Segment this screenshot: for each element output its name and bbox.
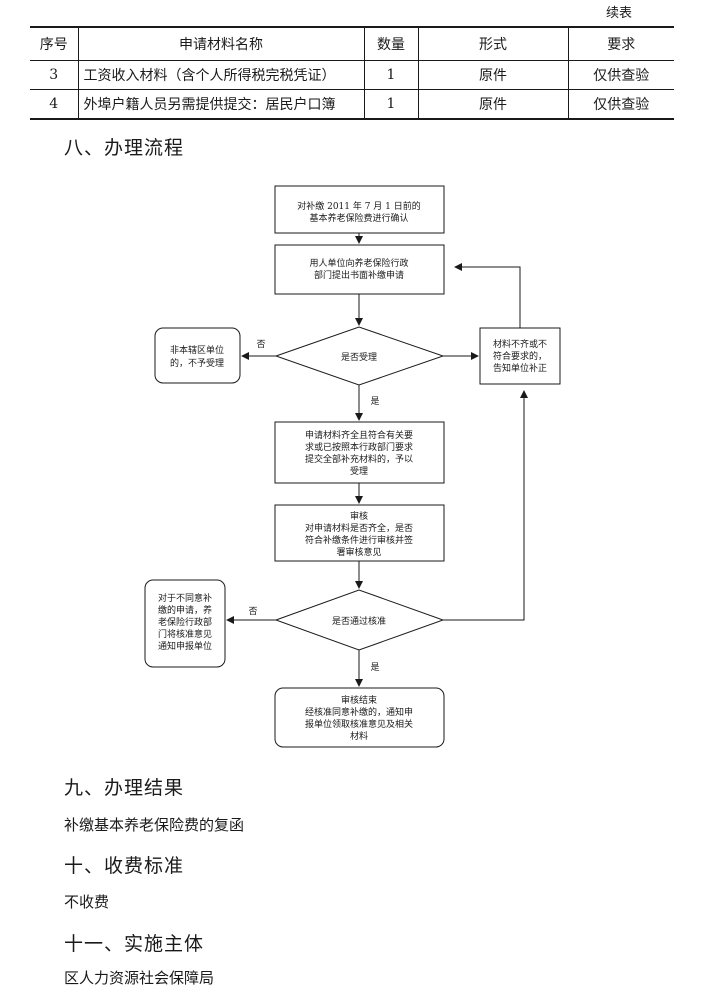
cell-form: 原件 [417,60,569,90]
cell-form: 原件 [417,89,569,120]
reject-disagree-line: 门将核准意见 [158,628,212,640]
materials-table: 序号 申请材料名称 数量 形式 要求 3 工资收入材料（含个人所得税完税凭证） … [30,26,674,120]
cell-name: 工资收入材料（含个人所得税完税凭证） [77,60,365,90]
header-qty: 数量 [363,26,419,61]
section-10-text: 不收费 [64,893,110,911]
header-req: 要求 [567,26,674,61]
cell-qty: 1 [363,89,419,120]
reject-disagree-line: 老保险行政部 [158,616,212,628]
process-flowchart: 对补缴 2011 年 7 月 1 日前的 基本养老保险费进行确认 用人单位向养老… [144,185,561,748]
cell-req: 仅供查验 [567,89,674,120]
supplement-line: 告知单位补正 [493,362,547,374]
table-header-row: 序号 申请材料名称 数量 形式 要求 [30,26,674,61]
section-9-text: 补缴基本养老保险费的复函 [64,816,245,834]
supplement-line: 材料不齐或不 [493,338,547,350]
section-8-title: 八、办理流程 [64,137,185,159]
cell-qty: 1 [363,60,419,90]
header-form: 形式 [417,26,569,61]
end-line: 经核准同意补缴的，通知申 [305,706,413,718]
accept-line: 申请材料齐全且符合有关要 [305,429,413,441]
review-line: 对申请材料是否齐全，是否 [305,522,413,534]
step-confirm-line: 基本养老保险费进行确认 [309,212,408,224]
yes-label: 是 [370,396,379,407]
reject-outside-line: 非本辖区单位 [170,344,224,356]
cell-no: 4 [30,89,79,120]
decision-accept-label: 是否受理 [341,351,377,363]
end-line: 材料 [350,730,368,742]
section-10-title: 十、收费标准 [64,855,185,877]
table-row: 4 外埠户籍人员另需提供提交：居民户口簿 1 原件 仅供查验 [30,89,674,120]
supplement-line: 符合要求的， [493,350,547,362]
header-no: 序号 [30,26,79,61]
no-label: 否 [256,339,265,350]
section-9-title: 九、办理结果 [64,777,185,799]
review-line: 审核 [350,510,368,522]
step-apply-box [274,244,445,295]
review-line: 署审核意见 [336,546,381,558]
accept-line: 提交全部补充材料的，予以 [305,453,413,465]
reject-disagree-line: 缴的申请，养 [158,604,212,616]
accept-line: 受理 [350,465,368,477]
end-line: 报单位领取核准意见及相关 [305,718,413,730]
step-confirm-line: 对补缴 2011 年 7 月 1 日前的 [297,200,421,212]
no-label: 否 [248,606,257,617]
cell-no: 3 [30,60,79,90]
end-line: 审核结束 [341,694,377,706]
step-apply-line: 用人单位向养老保险行政 [309,257,408,269]
end-box [274,687,445,748]
continued-label: 续表 [606,6,633,21]
table-row: 3 工资收入材料（含个人所得税完税凭证） 1 原件 仅供查验 [30,60,674,90]
cell-name: 外埠户籍人员另需提供提交：居民户口簿 [77,89,365,120]
step-apply-line: 部门提出书面补缴申请 [314,269,404,281]
reject-disagree-box [144,579,226,668]
yes-label: 是 [370,662,379,673]
reject-outside-line: 的，不予受理 [170,357,224,369]
arrow-supplement-back [454,263,521,328]
cell-req: 仅供查验 [567,60,674,90]
reject-outside-box [154,327,241,384]
review-line: 符合补缴条件进行审核并签 [305,534,413,546]
section-11-title: 十一、实施主体 [64,933,205,955]
reject-disagree-line: 对于不同意补 [158,592,212,604]
header-name: 申请材料名称 [77,26,365,61]
reject-disagree-line: 通知申报单位 [158,640,212,652]
decision-approve-label: 是否通过核准 [332,615,386,627]
section-11-text: 区人力资源社会保障局 [64,969,215,987]
arrow-approve-back [443,390,528,621]
accept-line: 求或已按照本行政部门要求 [305,441,413,453]
